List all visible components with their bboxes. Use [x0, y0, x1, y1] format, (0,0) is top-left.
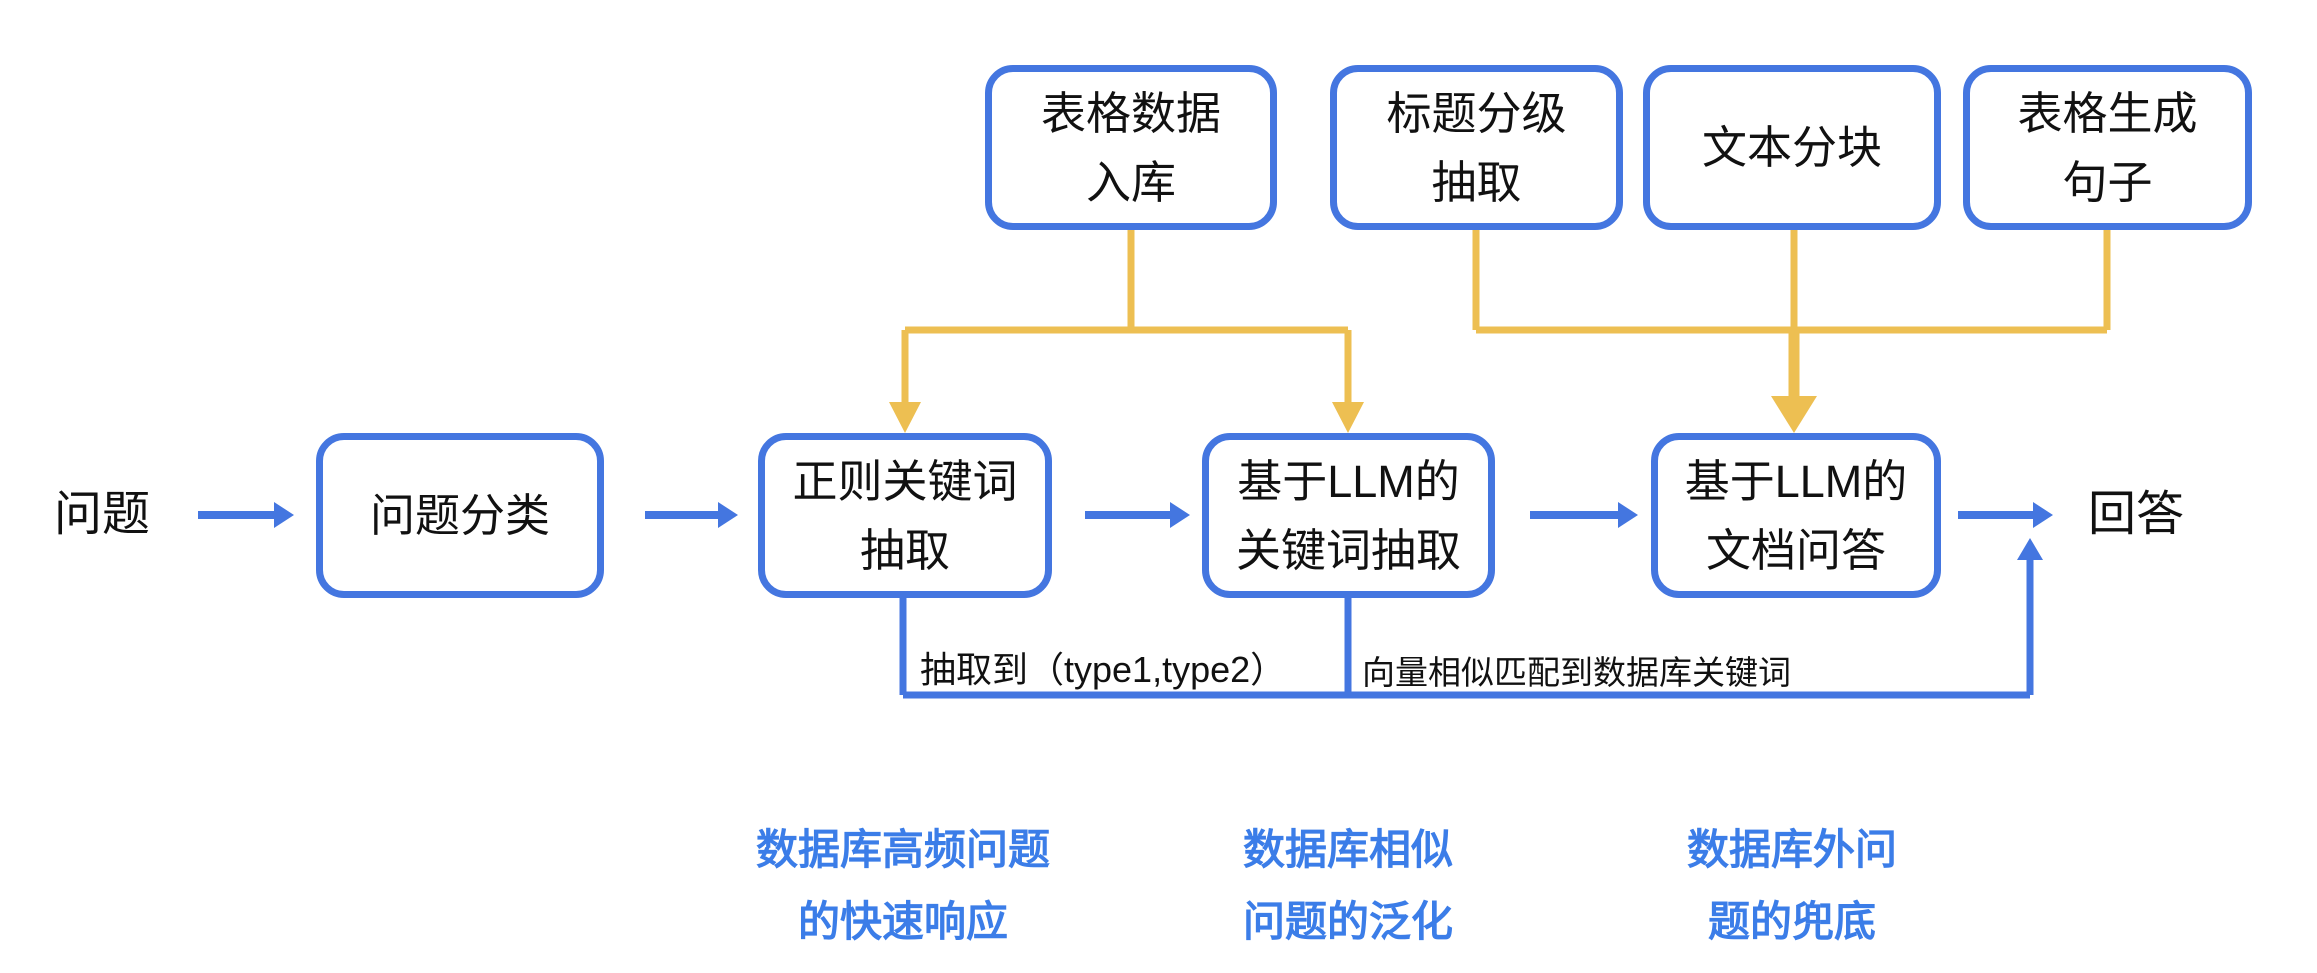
box-llm-doc-qa-line2: 文档问答: [1705, 524, 1886, 576]
arrowhead-bypass-up: [2017, 538, 2043, 560]
arrowhead-question-to-classify: [274, 502, 294, 528]
box-table-data-ingest-line2: 入库: [1085, 156, 1176, 208]
box-table-generate-sentence-line1: 表格生成: [2017, 87, 2198, 139]
box-heading-level-extract-line2: 抽取: [1431, 156, 1522, 208]
caption-fast-response: 数据库高频问题 的快速响应: [643, 814, 1163, 958]
caption-fast-response-line2: 的快速响应: [797, 898, 1008, 945]
caption-fallback: 数据库外问 题的兜底: [1532, 814, 2052, 958]
box-regex-keyword-extract-line1: 正则关键词: [792, 455, 1018, 507]
box-llm-keyword-extract: 基于LLM的 关键词抽取: [1202, 433, 1495, 598]
caption-fast-response-line1: 数据库高频问题: [755, 826, 1050, 873]
box-table-generate-sentence: 表格生成 句子: [1963, 65, 2252, 230]
yellow-arrowhead-doc-qa: [1771, 396, 1817, 433]
edge-label-extracted-types: 抽取到（type1,type2）: [920, 649, 1287, 690]
yellow-arrowhead-regex: [889, 402, 921, 433]
box-heading-level-extract-line1: 标题分级: [1386, 87, 1567, 139]
box-regex-keyword-extract: 正则关键词 抽取: [758, 433, 1052, 598]
caption-generalization-line2: 问题的泛化: [1242, 898, 1453, 945]
box-text-chunking: 文本分块: [1643, 65, 1941, 230]
box-question-classify: 问题分类: [316, 433, 604, 598]
box-llm-keyword-extract-line2: 关键词抽取: [1235, 524, 1461, 576]
box-table-data-ingest: 表格数据 入库: [985, 65, 1277, 230]
arrowhead-llm-keyword-to-doc-qa: [1618, 502, 1638, 528]
yellow-arrowhead-llm-keyword: [1332, 402, 1364, 433]
caption-fallback-line1: 数据库外问: [1686, 826, 1897, 873]
box-table-data-ingest-line1: 表格数据: [1040, 87, 1221, 139]
edge-label-vector-match: 向量相似匹配到数据库关键词: [1362, 654, 1791, 691]
box-llm-doc-qa-line1: 基于LLM的: [1684, 455, 1908, 507]
terminal-question: 问题: [53, 488, 150, 541]
arrowhead-doc-qa-to-answer: [2033, 502, 2053, 528]
arrowhead-classify-to-regex: [718, 502, 738, 528]
box-question-classify-line1: 问题分类: [369, 490, 550, 541]
caption-fallback-line2: 题的兜底: [1707, 898, 1876, 945]
caption-generalization-line1: 数据库相似: [1242, 826, 1453, 873]
box-llm-doc-qa: 基于LLM的 文档问答: [1651, 433, 1941, 598]
caption-generalization: 数据库相似 问题的泛化: [1088, 814, 1608, 958]
terminal-answer: 回答: [2087, 488, 2184, 541]
box-text-chunking-line1: 文本分块: [1701, 122, 1882, 173]
arrowhead-regex-to-llm-keyword: [1170, 502, 1190, 528]
box-heading-level-extract: 标题分级 抽取: [1330, 65, 1623, 230]
box-table-generate-sentence-line2: 句子: [2062, 156, 2153, 208]
box-llm-keyword-extract-line1: 基于LLM的: [1237, 455, 1460, 507]
box-regex-keyword-extract-line2: 抽取: [859, 524, 950, 576]
